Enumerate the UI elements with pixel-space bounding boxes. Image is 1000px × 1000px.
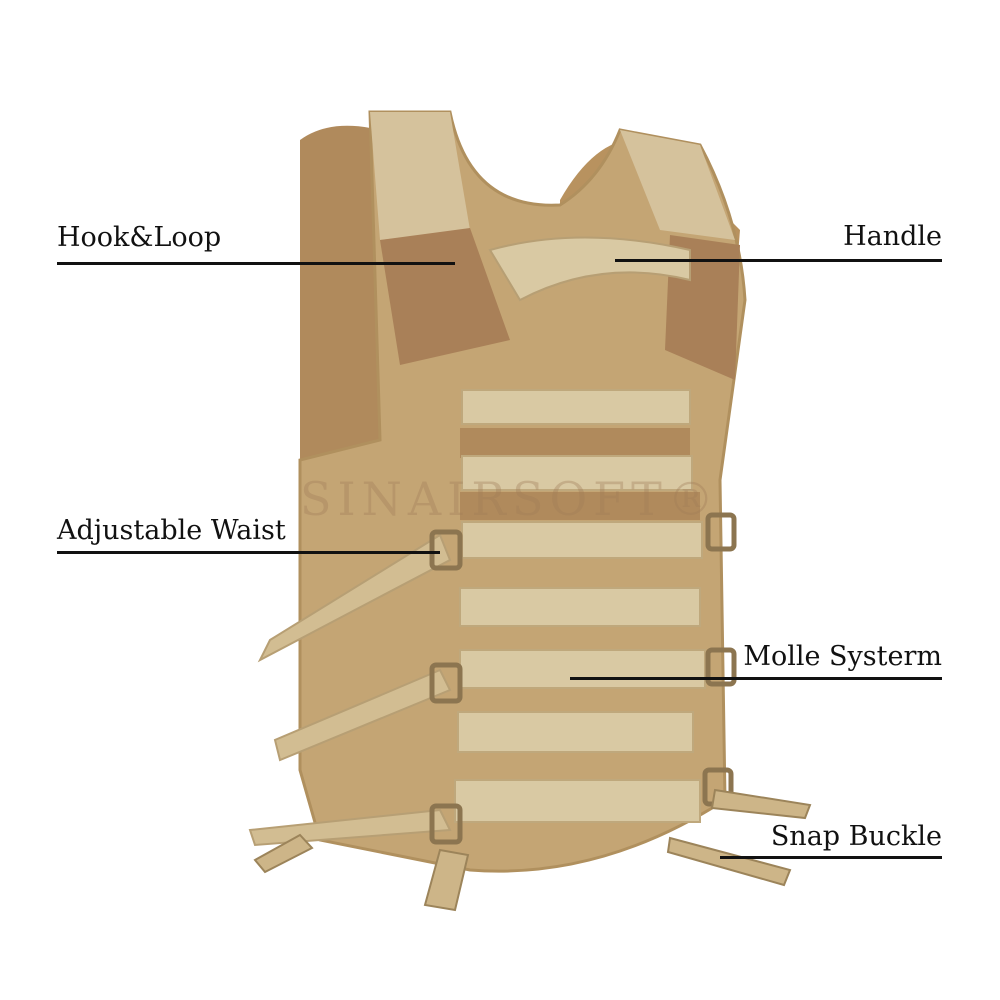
- molle-webbing: [454, 389, 706, 823]
- callout-adjustable-waist: Adjustable Waist: [57, 515, 286, 546]
- shoulder-strap-right: [620, 130, 735, 240]
- watermark: SINAIRSOFT®: [300, 472, 720, 526]
- callout-line-molle-system: [570, 677, 942, 680]
- callout-handle: Handle: [843, 221, 942, 252]
- handle: [488, 236, 691, 302]
- snap-buckles: [253, 788, 812, 912]
- callout-snap-buckle: Snap Buckle: [770, 821, 942, 852]
- callout-line-snap-buckle: [720, 856, 942, 859]
- shoulder-strap-left: [370, 112, 470, 240]
- callout-molle-system: Molle Systerm: [743, 641, 942, 672]
- callout-hook-loop: Hook&Loop: [57, 222, 222, 253]
- buckles: [429, 512, 737, 845]
- callout-line-hook-loop: [57, 262, 455, 265]
- callout-line-handle: [615, 259, 942, 262]
- vest-inner-lining: [300, 125, 380, 470]
- callout-line-adjustable-waist: [57, 551, 440, 554]
